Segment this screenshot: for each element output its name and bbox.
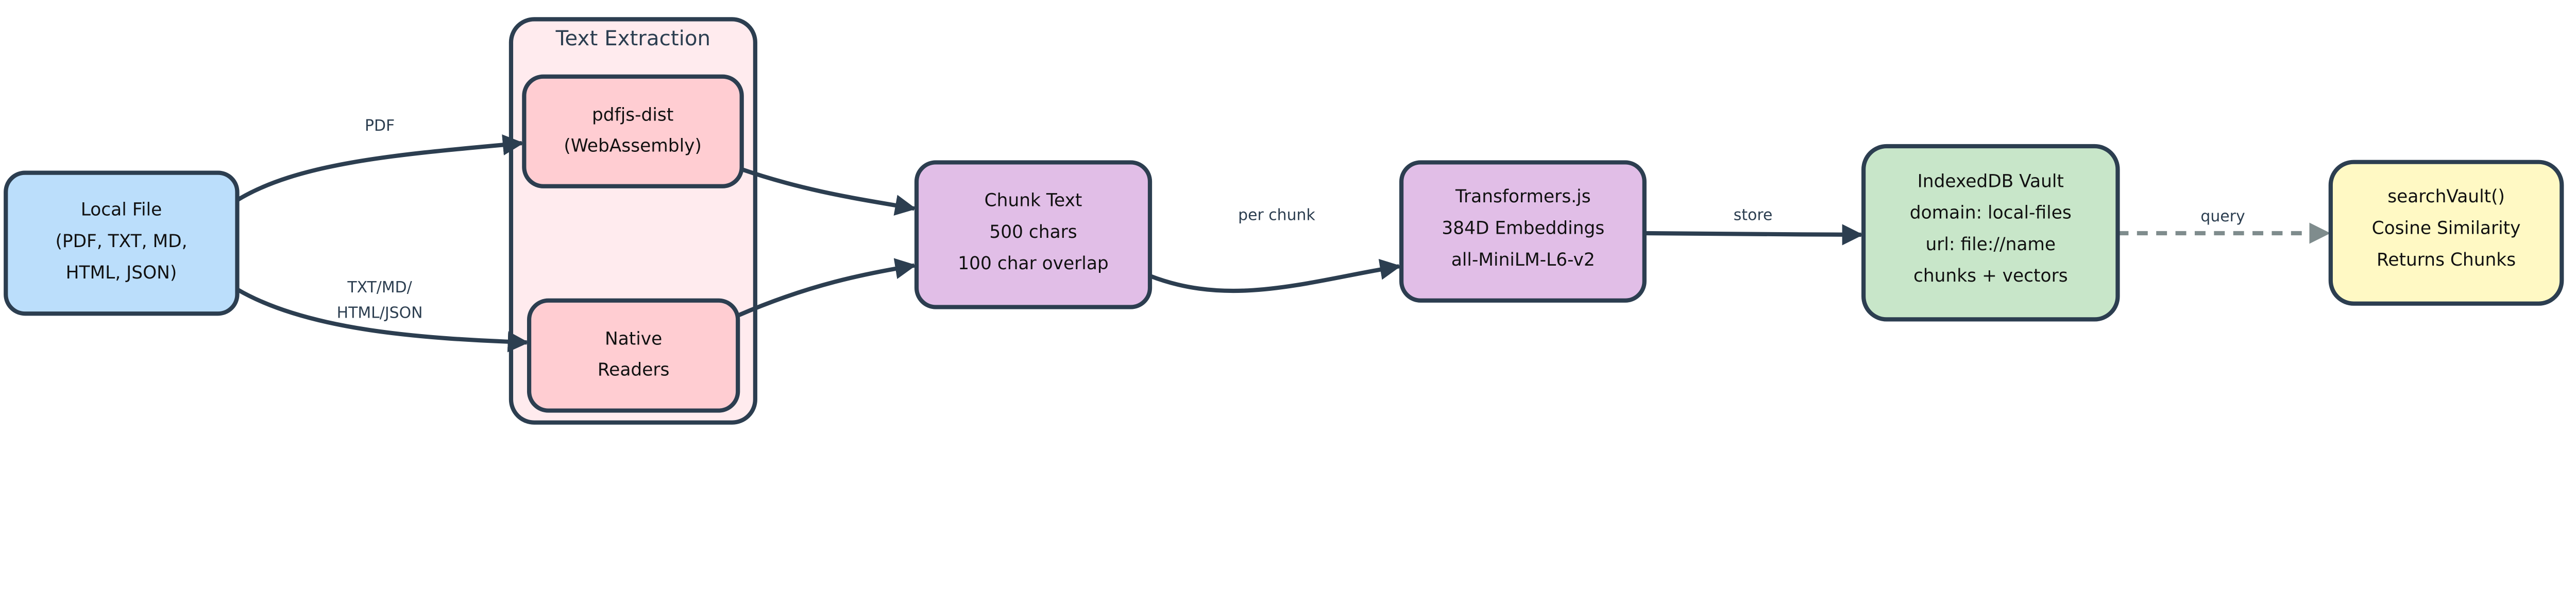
node-chunk-text: Chunk Text 500 chars 100 char overlap <box>914 160 1153 309</box>
node-native-readers: Native Readers <box>527 298 740 413</box>
edge-label-query: query <box>2200 207 2245 225</box>
cluster-title: Text Extraction <box>555 26 711 50</box>
flowchart: Text Extraction PDF TXT/MD/ HTML/JSON pe… <box>4 17 2564 425</box>
node-label-line: 100 char overlap <box>958 253 1108 274</box>
node-label-line: Readers <box>598 360 670 380</box>
node-label-line: HTML, JSON) <box>66 263 177 283</box>
edge-native-to-chunk <box>737 258 917 318</box>
edge-label-pdf: PDF <box>365 117 395 135</box>
node-label-line: all-MiniLM-L6-v2 <box>1451 250 1595 270</box>
node-indexeddb-vault: IndexedDB Vault domain: local-files url:… <box>1861 144 2120 322</box>
edge-label-store: store <box>1734 206 1773 224</box>
edge-local-to-pdfjs <box>236 134 524 202</box>
node-search-vault: searchVault() Cosine Similarity Returns … <box>2328 160 2564 306</box>
edge-label-txt-line-1: TXT/MD/ <box>347 278 412 297</box>
node-label-line: Cosine Similarity <box>2372 218 2521 238</box>
node-label-line: chunks + vectors <box>1913 266 2068 286</box>
node-label-line: Native <box>605 329 662 350</box>
node-label-line: searchVault() <box>2387 186 2505 207</box>
node-label-line: pdfjs-dist <box>592 105 673 126</box>
node-label-line: url: file://name <box>1926 234 2056 255</box>
node-label-line: 500 chars <box>989 222 1077 242</box>
node-label-line: domain: local-files <box>1910 203 2072 223</box>
node-label-line: 384D Embeddings <box>1442 218 1604 238</box>
edge-pdfjs-to-chunk <box>741 167 917 216</box>
node-transformers: Transformers.js 384D Embeddings all-Mini… <box>1399 160 1647 303</box>
edge-transformers-to-vault <box>1644 224 1863 246</box>
edge-chunk-to-transformers <box>1149 258 1401 293</box>
node-label-line: Transformers.js <box>1455 186 1591 207</box>
node-label-line: Chunk Text <box>985 190 1082 211</box>
node-pdfjs-dist: pdfjs-dist (WebAssembly) <box>522 74 744 188</box>
edge-local-to-native <box>236 287 529 353</box>
node-label-line: IndexedDB Vault <box>1918 171 2064 191</box>
edge-label-per-chunk: per chunk <box>1238 206 1315 224</box>
node-label-line: Returns Chunks <box>2377 250 2516 270</box>
node-label-line: (PDF, TXT, MD, <box>55 231 187 252</box>
edge-label-txt-line-2: HTML/JSON <box>337 304 423 322</box>
node-label-line: (WebAssembly) <box>564 136 701 156</box>
node-label-line: Local File <box>81 200 162 220</box>
node-local-file: Local File (PDF, TXT, MD, HTML, JSON) <box>4 170 240 316</box>
